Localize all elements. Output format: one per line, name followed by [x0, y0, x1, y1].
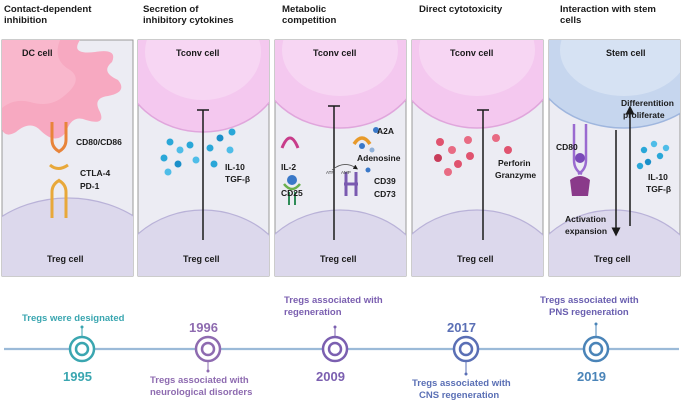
mechanism-title-contact: Contact-dependent inhibition: [4, 4, 91, 26]
panel-secretion: IL-10 TGF-β Tconv cell Treg cell: [137, 39, 270, 277]
panel-metabolic: IL-2 CD25 A2A Adenosine ATP AMP CD39 CD7…: [274, 39, 407, 277]
label-dc-cell: DC cell: [22, 48, 53, 58]
cd39-cd73-enzyme-icon: [331, 164, 371, 196]
label-tconv-cell: Tconv cell: [176, 48, 219, 58]
title-line: Contact-dependent: [4, 4, 92, 15]
il2-receptor-icon: [280, 136, 300, 149]
treg-cell-shape: [549, 209, 680, 276]
label-a2a: A2A: [377, 126, 394, 136]
year-label: 2009: [316, 369, 345, 384]
panel-stem-cells: CD80 Differentition proliferate IL-10 TG…: [548, 39, 681, 277]
label-il10: IL-10: [648, 172, 668, 182]
title-line: Interaction with stem: [560, 4, 656, 15]
mechanism-title-stem: Interaction with stem cells: [560, 4, 656, 26]
cd80-cd86-receptor-icon: [50, 122, 68, 154]
mechanism-title-metabolic: Metabolic competition: [282, 4, 336, 26]
label-treg-cell: Treg cell: [183, 254, 220, 264]
timeline-event-2017: 2017 Tregs associated with CNS regenerat…: [412, 320, 511, 401]
title-line: Direct cytotoxicity: [419, 4, 503, 15]
title-line: Secretion of: [143, 4, 199, 15]
label-granzyme: Granzyme: [495, 170, 536, 180]
cd80-receptor-icon: [570, 124, 590, 196]
event-text: Tregs associated with: [540, 295, 639, 306]
event-text: Tregs associated with: [412, 378, 511, 389]
treg-cell-shape: [412, 209, 543, 276]
label-tconv-cell: Tconv cell: [450, 48, 493, 58]
label-cd80-cd86: CD80/CD86: [76, 137, 122, 147]
ctla4-receptor-icon: [49, 163, 69, 218]
label-treg-cell: Treg cell: [320, 254, 357, 264]
label-expansion: expansion: [565, 226, 607, 236]
label-stem-cell: Stem cell: [606, 48, 646, 58]
label-tgf-beta: TGF-β: [646, 184, 671, 194]
timeline-event-1996: 1996 Tregs associated with neurological …: [150, 320, 252, 398]
year-label: 2019: [577, 369, 606, 384]
year-label: 1995: [63, 369, 92, 384]
label-cd25: CD25: [281, 188, 303, 198]
title-line: inhibition: [4, 15, 48, 26]
label-atp: ATP: [326, 170, 334, 175]
label-activation: Activation: [565, 214, 606, 224]
label-adenosine: Adenosine: [357, 153, 401, 163]
timeline-event-2019: Tregs associated with PNS regeneration 2…: [540, 295, 639, 384]
label-cd80: CD80: [556, 142, 578, 152]
title-line: cells: [560, 15, 582, 26]
title-line: Metabolic: [282, 4, 327, 15]
label-tgf-beta: TGF-β: [225, 174, 250, 184]
title-line: inhibitory cytokines: [143, 15, 234, 26]
panel-cytotoxicity: Perforin Granzyme Tconv cell Treg cell: [411, 39, 544, 277]
event-text: regeneration: [284, 307, 342, 318]
title-line: competition: [282, 15, 337, 26]
label-treg-cell: Treg cell: [457, 254, 494, 264]
event-text: PNS regeneration: [549, 307, 629, 318]
treg-cell-shape: [2, 197, 133, 276]
year-label: 1996: [189, 320, 218, 335]
label-ctla4: CTLA-4: [80, 168, 110, 178]
treg-cell-shape: [275, 209, 406, 276]
label-il2: IL-2: [281, 162, 296, 172]
mechanism-title-cytotoxicity: Direct cytotoxicity: [419, 4, 502, 15]
event-text: Tregs were designated: [22, 313, 125, 324]
label-cd73: CD73: [374, 189, 396, 199]
label-treg-cell: Treg cell: [47, 254, 84, 264]
label-pd1: PD-1: [80, 181, 100, 191]
panel-contact-dependent: CD80/CD86 CTLA-4 PD-1 DC cell Treg cell: [1, 39, 134, 277]
mechanism-title-secretion: Secretion of inhibitory cytokines: [143, 4, 234, 26]
label-tconv-cell: Tconv cell: [313, 48, 356, 58]
timeline-event-1995: Tregs were designated 1995: [22, 313, 125, 384]
a2a-receptor-icon: [352, 127, 379, 153]
label-treg-cell: Treg cell: [594, 254, 631, 264]
timeline-event-2009: Tregs associated with regeneration 2009: [284, 295, 383, 384]
label-proliferate: proliferate: [623, 110, 665, 120]
label-differentiation: Differentition: [621, 98, 674, 108]
label-amp: AMP: [341, 170, 351, 175]
label-il10: IL-10: [225, 162, 245, 172]
event-text: Tregs associated with: [284, 295, 383, 306]
label-cd39: CD39: [374, 176, 396, 186]
cytokine-dots-icon: [160, 128, 236, 176]
cd25-receptor-icon: [283, 175, 301, 205]
event-text: Tregs associated with: [150, 375, 249, 386]
year-label: 2017: [447, 320, 476, 335]
timeline: Tregs were designated 1995 1996 Tregs as…: [4, 295, 679, 401]
granule-dots-icon: [434, 134, 512, 176]
event-text: neurological disorders: [150, 387, 252, 398]
label-perforin: Perforin: [498, 158, 531, 168]
cytokine-dots-icon: [636, 140, 670, 170]
event-text: CNS regeneration: [419, 390, 499, 401]
